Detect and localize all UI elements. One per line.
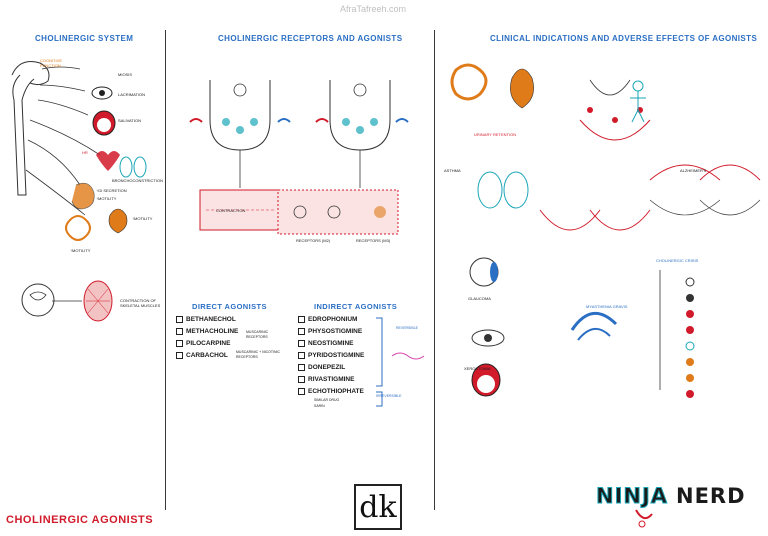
label-gu-motility: ↑MOTILITY	[132, 216, 153, 221]
section-title-clinical: CLINICAL INDICATIONS AND ADVERSE EFFECTS…	[490, 34, 758, 43]
label-alzheimers: ALZHEIMER'S	[680, 168, 707, 173]
section-title-receptors-agonists: CHOLINERGIC RECEPTORS AND AGONISTS	[218, 34, 403, 43]
note-muscarinic-nicotinic: MUSCARINIC + NICOTINIC RECEPTORS	[236, 350, 281, 359]
direct-agonist-item: METHACHOLINE	[176, 326, 238, 338]
receptors-diagram	[189, 80, 409, 235]
note-muscarinic: MUSCARINIC RECEPTORS	[246, 330, 269, 339]
label-cholinergic-crisis: CHOLINERGIC CRISIS	[656, 258, 699, 263]
spinal-cord-outline	[12, 74, 35, 196]
bladder-icon	[108, 208, 128, 234]
label-receptor-m2: RECEPTORS (M2)	[296, 238, 331, 243]
label-gi-secretion: ↑GI SECRETION	[96, 188, 127, 193]
divider-right	[434, 30, 435, 510]
indirect-agonist-item: ECHOTHIOPHATE	[298, 386, 364, 398]
indirect-agonist-item: DONEPEZIL	[298, 362, 364, 374]
label-salivation: SALIVATION	[118, 118, 141, 123]
label-glaucoma: GLAUCOMA	[468, 296, 491, 301]
direct-agonist-list: BETHANECHOL METHACHOLINE PILOCARPINE CAR…	[176, 314, 238, 362]
watermark: AfraTafreeh.com	[340, 4, 407, 14]
label-urinary: URINARY RETENTION	[474, 132, 517, 137]
label-cognitive: COGNITIVE FUNCTION	[40, 58, 63, 68]
ninja-nerd-swoosh-icon	[635, 509, 653, 528]
section-title-cholinergic-system: CHOLINERGIC SYSTEM	[35, 34, 134, 43]
spinal-cross-section	[21, 283, 55, 317]
lungs-icon	[119, 156, 147, 178]
indirect-sub-similar: SIMILAR DRUG	[314, 398, 340, 402]
heart-icon	[96, 151, 120, 171]
indirect-agonist-item: PYRIDOSTIGMINE	[298, 350, 364, 362]
stomach-icon	[71, 182, 95, 210]
label-gi-motility: ↑MOTILITY	[96, 196, 117, 201]
indirect-agonists-title: INDIRECT AGONISTS	[314, 302, 398, 311]
label-bottom-motility: ↑MOTILITY	[70, 248, 91, 253]
label-xerostomia: XEROSTOMIA	[464, 366, 491, 371]
label-contraction: CONTRACTION	[216, 208, 246, 213]
direct-agonists-title: DIRECT AGONISTS	[192, 302, 267, 311]
label-hr: HR	[82, 150, 88, 155]
indirect-sub-sarin: SARIN	[314, 404, 325, 408]
label-miosis: MIOSIS	[118, 72, 133, 77]
label-myasthenia: MYASTHENIA GRAVIS	[586, 304, 628, 309]
indirect-agonist-item: PHYSOSTIGMINE	[298, 326, 364, 338]
note-irreversible: IRREVERSIBLE	[376, 394, 402, 398]
intestine-icon	[65, 215, 91, 241]
clinical-diagram	[450, 63, 761, 398]
label-receptor-m3: RECEPTORS (M3)	[356, 238, 391, 243]
indirect-agonist-list: EDROPHONIUM PHYSOSTIGMINE NEOSTIGMINE PY…	[298, 314, 364, 398]
dk-logo: dk	[354, 484, 402, 530]
ninja-word: NINJA	[595, 484, 669, 509]
label-lacrimation: LACRIMATION	[118, 92, 146, 97]
note-reversible: REVERSIBLE	[396, 326, 418, 330]
label-skeletal-contraction: CONTRACTION OF SKELETAL MUSCLES	[120, 298, 161, 308]
direct-agonist-item: CARBACHOL	[176, 350, 238, 362]
nerd-word: NERD	[676, 484, 746, 508]
indirect-agonist-item: EDROPHONIUM	[298, 314, 364, 326]
direct-agonist-item: PILOCARPINE	[176, 338, 238, 350]
eye-icon	[91, 86, 113, 100]
indirect-bracket	[376, 317, 425, 407]
label-bronchoconstriction: BRONCHOCONSTRICTION	[112, 178, 163, 183]
label-asthma: ASTHMA	[444, 168, 461, 173]
indirect-agonist-item: NEOSTIGMINE	[298, 338, 364, 350]
cholinergic-system-diagram	[11, 61, 147, 322]
divider-left	[165, 30, 166, 510]
footer-title: CHOLINERGIC AGONISTS	[6, 514, 154, 526]
indirect-agonist-item: RIVASTIGMINE	[298, 374, 364, 386]
brain-outline	[11, 61, 50, 86]
direct-agonist-item: BETHANECHOL	[176, 314, 238, 326]
